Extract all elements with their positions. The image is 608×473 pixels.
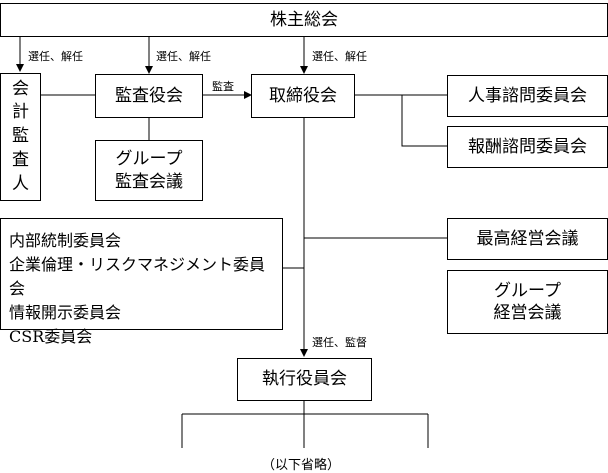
group-management-line: 経営会議: [493, 303, 562, 323]
board-box: 取締役会: [251, 74, 355, 118]
shareholders-box: 株主総会: [0, 3, 608, 37]
nomination-committee-box: 人事諮問委員会: [447, 75, 608, 117]
executive-officers-box: 執行役員会: [237, 358, 372, 401]
edge-label-appoint-supervise: 選任、監督: [312, 336, 367, 349]
committee-item: 企業倫理・リスクマネジメント委員会: [9, 255, 266, 298]
auditors-char: 人: [12, 173, 29, 194]
committee-item: CSR委員会: [9, 327, 93, 346]
board-label: 取締役会: [269, 85, 337, 106]
auditors-char: 査: [12, 149, 29, 170]
edge-label-appoint-2: 選任、解任: [156, 50, 211, 63]
shareholders-label: 株主総会: [270, 9, 338, 30]
edge-label-appoint-3: 選任、解任: [312, 50, 367, 63]
audit-board-label: 監査役会: [115, 85, 183, 106]
group-management-box: グループ 経営会議: [447, 270, 608, 334]
auditors-box: 会 計 監 査 人: [0, 73, 41, 201]
audit-board-box: 監査役会: [95, 74, 203, 118]
auditors-char: 計: [12, 102, 29, 123]
group-audit-line: グループ: [115, 149, 183, 170]
committee-item: 内部統制委員会: [9, 231, 122, 250]
footnote: （以下省略）: [262, 458, 341, 473]
committee-item: 情報開示委員会: [9, 303, 122, 322]
remuneration-committee-label: 報酬諮問委員会: [468, 136, 587, 157]
group-management-line: グループ: [494, 280, 561, 301]
top-management-label: 最高経営会議: [476, 228, 579, 249]
auditors-char: 監: [12, 126, 29, 147]
edge-label-appoint-1: 選任、解任: [28, 50, 83, 63]
internal-committees-box: 内部統制委員会 企業倫理・リスクマネジメント委員会 情報開示委員会 CSR委員会: [0, 218, 283, 346]
line-board-remuneration: [401, 95, 447, 147]
auditors-char: 会: [12, 78, 29, 99]
remuneration-committee-box: 報酬諮問委員会: [447, 126, 608, 168]
edge-label-audit: 監査: [212, 80, 234, 93]
top-management-box: 最高経営会議: [447, 218, 608, 260]
nomination-committee-label: 人事諮問委員会: [468, 85, 587, 106]
executive-officers-label: 執行役員会: [262, 369, 347, 390]
group-audit-box: グループ 監査会議: [95, 140, 203, 201]
group-audit-line: 監査会議: [115, 171, 183, 192]
